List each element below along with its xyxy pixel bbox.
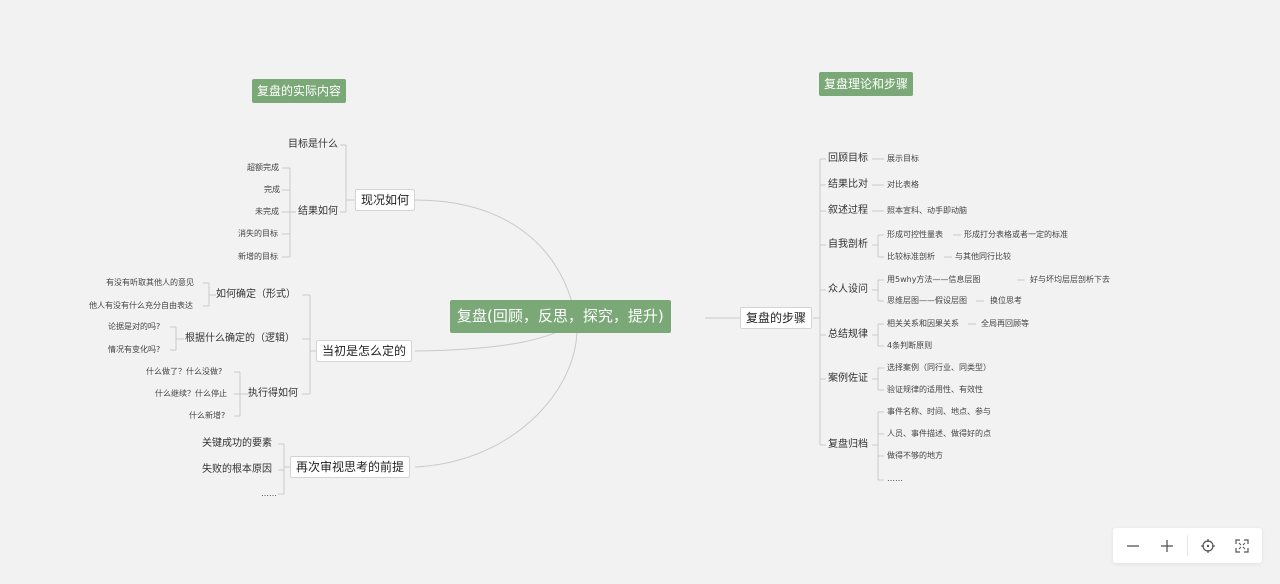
plus-icon (1161, 539, 1173, 552)
goal-node[interactable]: 目标是什么 (288, 139, 338, 150)
expand-icon (1235, 538, 1249, 553)
origin-basis-node[interactable]: 根据什么确定的（逻辑） (185, 333, 295, 344)
origin-basis-item[interactable]: 情况有变化吗? (108, 345, 161, 354)
step-item[interactable]: 选择案例（同行业、同类型） (887, 363, 991, 372)
review-item[interactable]: 关键成功的要素 (202, 438, 272, 449)
result-item[interactable]: 新增的目标 (238, 252, 278, 261)
step-item[interactable]: 验证规律的适用性、有效性 (887, 385, 983, 394)
step-subitem[interactable]: 好与坏均层层剖析下去 (1030, 275, 1110, 284)
origin-basis-item[interactable]: 论据是对的吗? (108, 322, 161, 331)
step-item[interactable]: 用5why方法——信息层图 (887, 275, 981, 284)
center-button[interactable] (1191, 528, 1225, 563)
result-item[interactable]: 未完成 (255, 207, 279, 216)
result-item[interactable]: 完成 (264, 185, 280, 194)
step-node[interactable]: 结果比对 (828, 179, 868, 190)
step-item[interactable]: 人员、事件描述、做得好的点 (887, 429, 991, 438)
step-node[interactable]: 叙述过程 (828, 205, 868, 216)
zoom-toolbar (1113, 528, 1262, 563)
step-item[interactable]: 对比表格 (887, 180, 919, 189)
step-item[interactable]: 做得不够的地方 (887, 451, 943, 460)
step-subitem[interactable]: 换位思考 (990, 296, 1022, 305)
result-item[interactable]: 超额完成 (247, 163, 279, 172)
step-subitem[interactable]: 全局再回顾等 (981, 319, 1029, 328)
step-node[interactable]: 复盘归档 (828, 439, 868, 450)
step-item[interactable]: 形成可控性量表 (887, 230, 943, 239)
step-node[interactable]: 众人设问 (828, 284, 868, 295)
status-node[interactable]: 现况如何 (355, 189, 416, 211)
step-item[interactable]: 比较标准剖析 (887, 252, 935, 261)
step-item[interactable]: 4条判断原则 (887, 341, 933, 350)
origin-node[interactable]: 当初是怎么定的 (316, 340, 413, 362)
step-item[interactable]: 事件名称、时间、地点、参与 (887, 407, 991, 416)
step-subitem[interactable]: 形成打分表格或者一定的标准 (964, 230, 1068, 239)
step-item[interactable]: 思维层图——假设层图 (887, 296, 967, 305)
step-subitem[interactable]: 与其他同行比较 (955, 252, 1011, 261)
zoom-in-button[interactable] (1150, 528, 1184, 563)
review-node[interactable]: 再次审视思考的前提 (290, 456, 411, 478)
zoom-out-button[interactable] (1116, 528, 1150, 563)
origin-exec-item[interactable]: 什么做了？什么没做? (146, 367, 223, 376)
result-node[interactable]: 结果如何 (298, 206, 338, 217)
crosshair-icon (1201, 538, 1215, 553)
fullscreen-button[interactable] (1225, 528, 1259, 563)
toolbar-divider (1187, 535, 1188, 556)
step-item[interactable]: …… (887, 474, 903, 483)
result-item[interactable]: 消失的目标 (238, 229, 278, 238)
minus-icon (1127, 544, 1139, 547)
step-node[interactable]: 回顾目标 (828, 153, 868, 164)
origin-exec-item[interactable]: 什么新增? (189, 411, 226, 420)
right-header-node[interactable]: 复盘理论和步骤 (819, 72, 914, 96)
step-item[interactable]: 相关关系和因果关系 (887, 319, 959, 328)
origin-how-item[interactable]: 他人有没有什么充分自由表达 (89, 301, 193, 310)
origin-exec-node[interactable]: 执行得如何 (248, 388, 298, 399)
review-item[interactable]: 失败的根本原因 (202, 464, 272, 475)
step-item[interactable]: 展示目标 (887, 154, 919, 163)
steps-node[interactable]: 复盘的步骤 (740, 307, 813, 329)
origin-how-item[interactable]: 有没有听取其他人的意见 (106, 278, 194, 287)
step-node[interactable]: 总结规律 (828, 329, 868, 340)
step-node[interactable]: 案例佐证 (828, 373, 868, 384)
step-node[interactable]: 自我剖析 (828, 239, 868, 250)
origin-how-node[interactable]: 如何确定（形式） (216, 289, 296, 300)
left-header-node[interactable]: 复盘的实际内容 (252, 79, 347, 103)
origin-exec-item[interactable]: 什么继续？什么停止 (155, 389, 227, 398)
root-node[interactable]: 复盘(回顾，反思，探究，提升) (450, 300, 671, 333)
step-item[interactable]: 照本宣科、动手即动脑 (887, 206, 967, 215)
review-item[interactable]: …… (261, 489, 277, 498)
